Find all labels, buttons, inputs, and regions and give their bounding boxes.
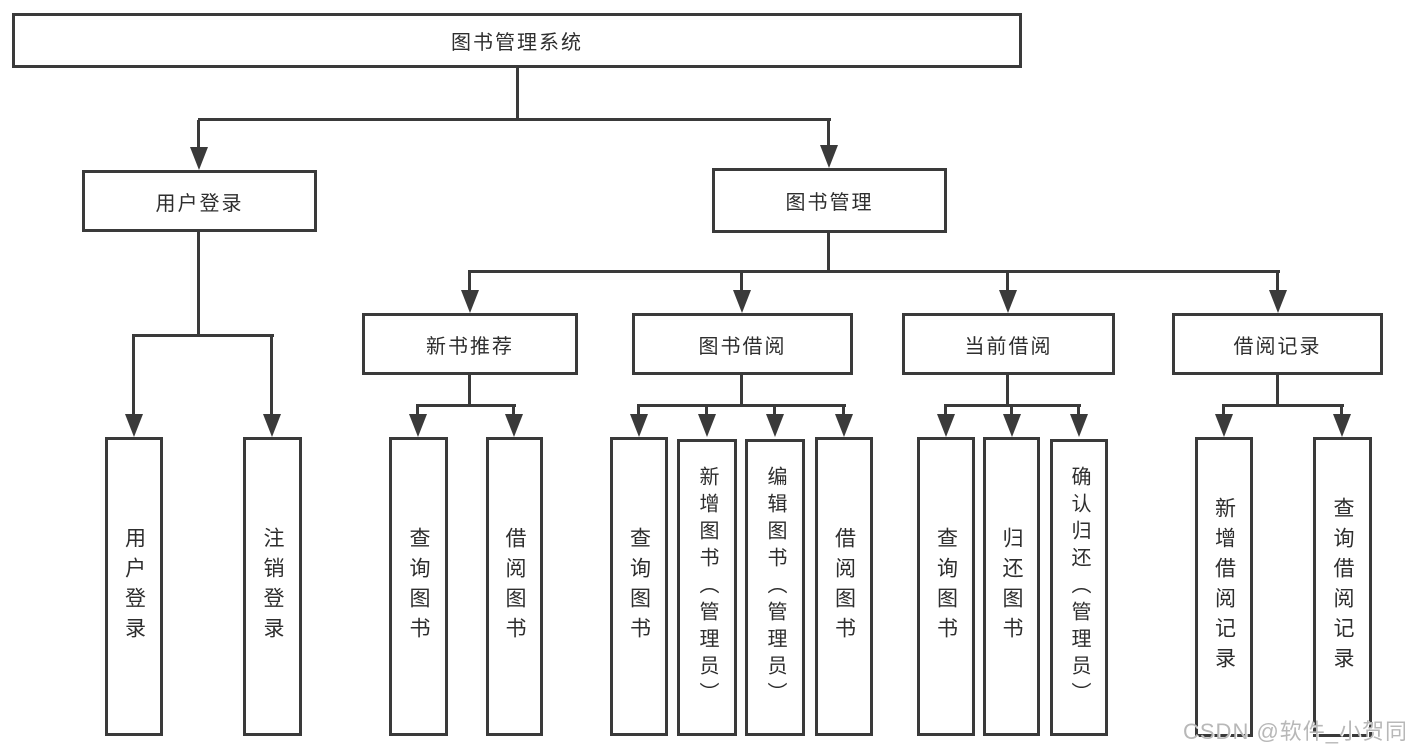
node-current-borrow-label: 当前借阅 <box>964 335 1053 358</box>
leaf-record-query-label: 查询借阅记录 <box>1331 497 1354 677</box>
leaf-borrow-edit-label: 编辑图书（管理员） <box>764 466 786 709</box>
arrow-to-bb-borrow <box>835 406 853 437</box>
connector-level2-bus <box>198 118 831 121</box>
node-book-management-label: 图书管理 <box>785 192 874 214</box>
leaf-user-login: 用户登录 <box>105 437 163 736</box>
arrow-to-br-add <box>1215 406 1233 437</box>
arrow-to-br-query <box>1333 406 1351 437</box>
leaf-newbook-query-label: 查询图书 <box>407 526 430 647</box>
leaf-current-return: 归还图书 <box>983 437 1040 736</box>
leaf-borrow-borrow: 借阅图书 <box>815 437 873 736</box>
leaf-borrow-borrow-label: 借阅图书 <box>832 526 856 647</box>
connector-new-book-stem <box>468 375 471 407</box>
leaf-logout: 注销登录 <box>243 437 302 736</box>
arrow-to-new-book-rec <box>461 272 479 313</box>
node-borrow-record-label: 借阅记录 <box>1233 335 1322 358</box>
leaf-borrow-query: 查询图书 <box>610 437 668 736</box>
leaf-current-confirm-label: 确认归还（管理员） <box>1068 466 1090 709</box>
arrow-to-nb-query <box>409 406 427 437</box>
node-new-book-rec-label: 新书推荐 <box>426 335 514 358</box>
csdn-watermark: CSDN @软件_小贺同学 <box>1183 719 1405 744</box>
connector-borrow-record-bus <box>1222 404 1344 407</box>
arrow-to-bb-query <box>630 406 648 437</box>
arrow-to-leaf-login <box>125 336 143 437</box>
connector-user-login-stem <box>197 232 200 336</box>
node-borrow-record: 借阅记录 <box>1172 313 1383 375</box>
leaf-borrow-add-label: 新增图书（管理员） <box>696 466 718 709</box>
leaf-borrow-query-label: 查询图书 <box>627 526 651 647</box>
arrow-to-cb-query <box>937 406 955 437</box>
connector-new-book-bus <box>416 404 516 407</box>
leaf-record-add-label: 新增借阅记录 <box>1212 497 1236 677</box>
node-book-borrow-label: 图书借阅 <box>698 335 787 358</box>
node-root: 图书管理系统 <box>12 13 1022 68</box>
connector-borrow-record-stem <box>1276 375 1279 407</box>
node-user-login-label: 用户登录 <box>155 192 244 215</box>
node-root-label: 图书管理系统 <box>451 32 583 54</box>
arrow-to-leaf-logout <box>263 336 281 437</box>
node-new-book-rec: 新书推荐 <box>362 313 578 375</box>
connector-book-borrow-bus <box>637 404 846 407</box>
connector-book-borrow-stem <box>740 375 743 407</box>
leaf-current-query-label: 查询图书 <box>934 526 958 647</box>
leaf-borrow-edit: 编辑图书（管理员） <box>745 439 805 736</box>
arrow-to-current-borrow <box>999 272 1017 313</box>
connector-current-borrow-stem <box>1006 375 1009 407</box>
arrow-to-borrow-record <box>1269 272 1287 313</box>
connector-book-mgmt-stem <box>827 233 830 273</box>
leaf-newbook-borrow-label: 借阅图书 <box>503 526 526 647</box>
node-book-management: 图书管理 <box>712 168 947 233</box>
arrow-to-book-management <box>820 120 838 168</box>
leaf-current-return-label: 归还图书 <box>1000 526 1023 647</box>
arrow-to-user-login <box>190 120 208 170</box>
connector-root-stem <box>516 68 519 120</box>
node-current-borrow: 当前借阅 <box>902 313 1115 375</box>
connector-user-login-bus <box>132 334 274 337</box>
leaf-newbook-query: 查询图书 <box>389 437 448 736</box>
node-book-borrow: 图书借阅 <box>632 313 853 375</box>
arrow-to-book-borrow <box>733 272 751 313</box>
leaf-current-query: 查询图书 <box>917 437 975 736</box>
connector-current-borrow-bus <box>944 404 1081 407</box>
leaf-current-confirm: 确认归还（管理员） <box>1050 439 1108 736</box>
connector-level3-bus <box>468 270 1280 273</box>
arrow-to-bb-edit <box>766 406 784 437</box>
arrow-to-bb-add <box>698 406 716 437</box>
arrow-to-nb-borrow <box>505 406 523 437</box>
leaf-newbook-borrow: 借阅图书 <box>486 437 543 736</box>
leaf-user-login-label: 用户登录 <box>122 526 146 647</box>
arrow-to-cb-confirm <box>1070 406 1088 437</box>
leaf-logout-label: 注销登录 <box>261 526 284 647</box>
leaf-borrow-add: 新增图书（管理员） <box>677 439 737 736</box>
leaf-record-add: 新增借阅记录 <box>1195 437 1253 737</box>
leaf-record-query: 查询借阅记录 <box>1313 437 1372 737</box>
node-user-login: 用户登录 <box>82 170 317 232</box>
arrow-to-cb-return <box>1003 406 1021 437</box>
